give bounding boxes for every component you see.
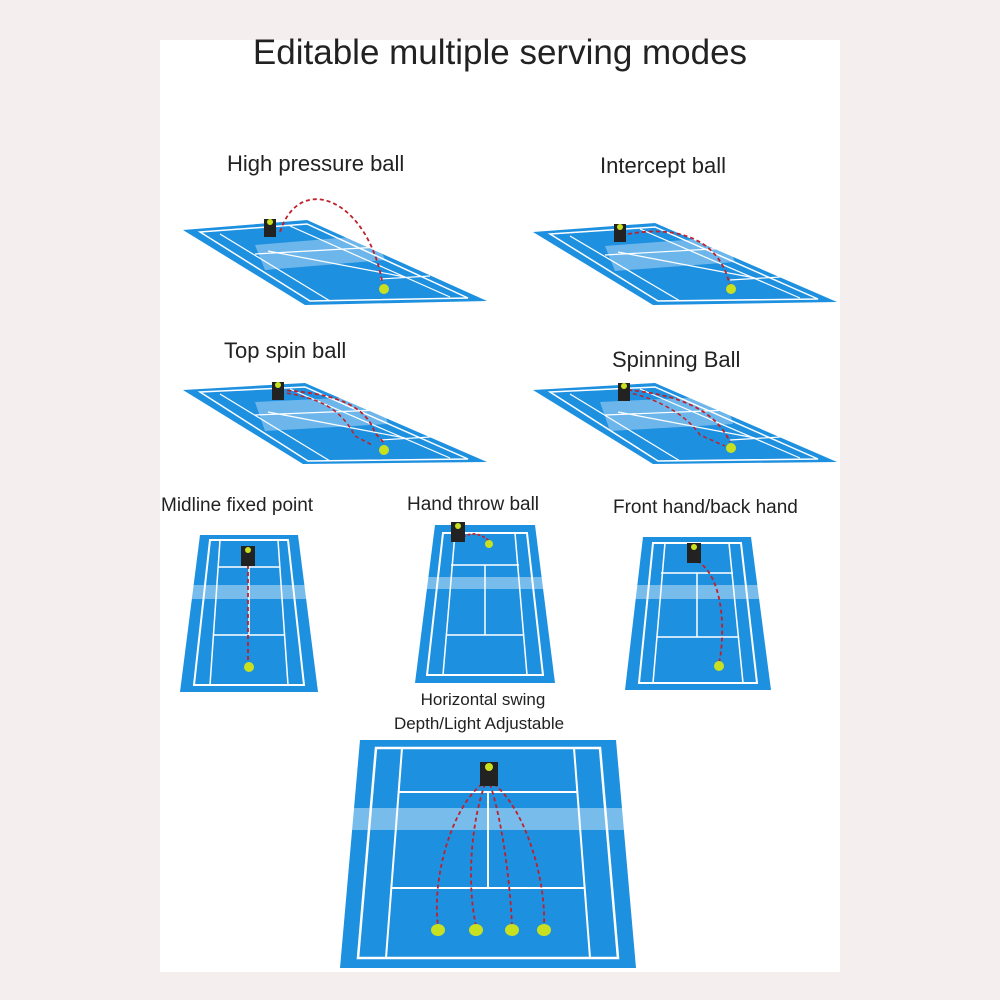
ball-icon [379,445,389,455]
court-forehand-backhand [625,537,771,690]
net [605,237,735,271]
net [423,577,547,589]
court-spinning [533,383,837,464]
label-hand-throw: Hand throw ball [407,494,540,515]
machine-icon [272,382,284,400]
court-intercept [533,223,837,305]
ball-icon [537,924,551,936]
page-title: Editable multiple serving modes [252,33,748,72]
trajectory-1 [435,783,483,927]
court-top-spin [183,382,487,464]
ball-icon [714,661,724,671]
trajectory-3 [489,783,513,927]
machine-icon [480,762,498,786]
trajectory [627,230,731,287]
label-intercept: Intercept ball [600,153,726,178]
trajectory [462,533,490,542]
ball-icon [505,924,519,936]
label-spinning: Spinning Ball [612,347,741,372]
ball-icon [726,443,736,453]
machine-icon [687,543,701,563]
ball-icon [431,924,445,936]
label-forehand-backhand: Front hand/back hand [613,497,798,518]
court-high-pressure [183,198,487,305]
trajectory-2 [470,783,486,927]
ball-icon [469,924,483,936]
ball-icon [244,662,254,672]
label-horizontal-swing-line1: Horizontal swing [420,690,546,709]
label-midline-fixed: Midline fixed point [161,495,314,516]
net [255,235,385,270]
net [631,585,765,599]
court-horizontal-swing [340,740,636,968]
machine-icon [451,522,465,542]
machine-icon [618,383,630,401]
machine-icon [264,219,276,237]
trajectory [279,389,386,445]
ball-icon [726,284,736,294]
ball-icon [379,284,389,294]
net [600,396,733,431]
trajectory-4 [493,783,545,927]
net [350,808,626,830]
label-high-pressure: High pressure ball [227,151,405,176]
trajectory [279,198,384,288]
label-horizontal-swing-line2: Depth/Light Adjustable [393,714,565,733]
net [188,585,310,599]
court-hand-throw [415,522,555,683]
court-midline-fixed [180,535,318,692]
ball-icon [485,540,493,548]
label-top-spin: Top spin ball [224,338,347,363]
machine-icon [241,546,255,566]
trajectory [627,389,731,443]
net [255,396,388,431]
trajectory [696,560,724,664]
machine-icon [614,224,626,242]
